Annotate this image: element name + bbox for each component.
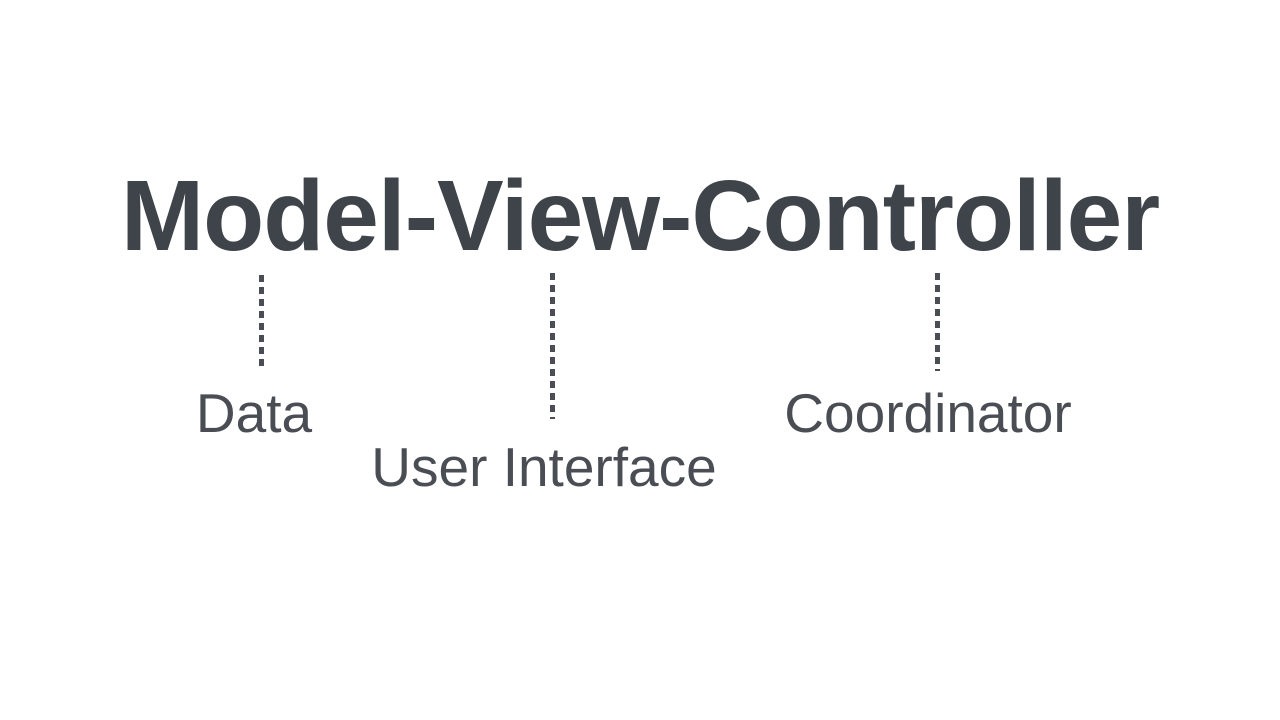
controller-connector-line [935, 273, 940, 371]
diagram-title: Model-View-Controller [120, 160, 1160, 272]
model-annotation: Data [195, 382, 313, 444]
controller-annotation: Coordinator [784, 382, 1072, 444]
view-connector-line [550, 273, 555, 419]
model-connector-line [259, 275, 264, 370]
view-annotation: User Interface [371, 436, 717, 498]
